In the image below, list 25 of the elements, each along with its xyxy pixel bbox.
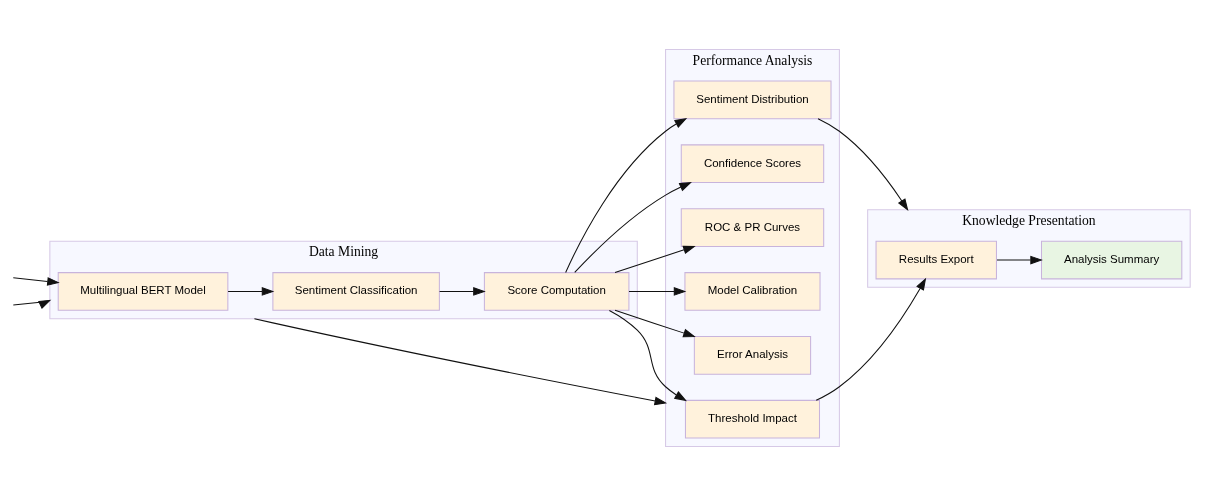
arrow [628, 286, 687, 296]
arrow [817, 117, 909, 211]
node-box: Sentiment Distribution [673, 79, 832, 119]
arrow [12, 276, 60, 286]
node-box: ROC & PR Curves [680, 207, 825, 247]
arrow [614, 245, 696, 273]
arrow [227, 286, 275, 296]
node-box: Results Export [875, 240, 997, 279]
node-box: Error Analysis [693, 335, 812, 375]
node-box: Analysis Summary [1040, 240, 1183, 279]
arrow [608, 309, 687, 401]
arrow [565, 117, 688, 273]
node-box: Multilingual BERT Model [57, 271, 229, 311]
arrow [996, 255, 1043, 264]
arrow [253, 317, 668, 405]
node-box: Score Computation [483, 271, 630, 311]
node-box: Confidence Scores [680, 143, 825, 183]
node-box: Threshold Impact [684, 399, 820, 439]
arrow [614, 309, 696, 337]
node-box: Model Calibration [684, 271, 821, 311]
node-box: Sentiment Classification [272, 271, 440, 311]
arrow [574, 181, 692, 273]
arrow [815, 277, 927, 401]
arrow [12, 299, 52, 309]
arrow [439, 286, 486, 296]
